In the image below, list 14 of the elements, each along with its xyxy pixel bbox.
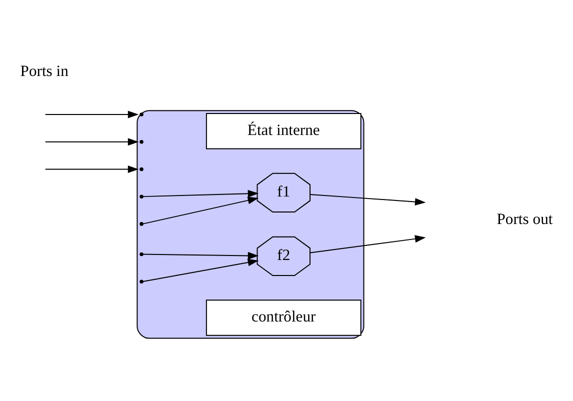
node-box: État interne [206, 113, 362, 150]
arrow [310, 194, 426, 206]
arrow [310, 235, 426, 254]
arrow [142, 258, 259, 282]
arrow [142, 190, 259, 198]
arrow [44, 138, 139, 146]
arrow [142, 252, 259, 260]
arrow [142, 196, 259, 224]
arrow [44, 165, 139, 173]
arrow [44, 110, 139, 118]
node-box: contrôleur [206, 300, 362, 336]
label: Ports out [496, 210, 553, 228]
label: Ports in [20, 63, 68, 80]
cluster [136, 110, 364, 339]
